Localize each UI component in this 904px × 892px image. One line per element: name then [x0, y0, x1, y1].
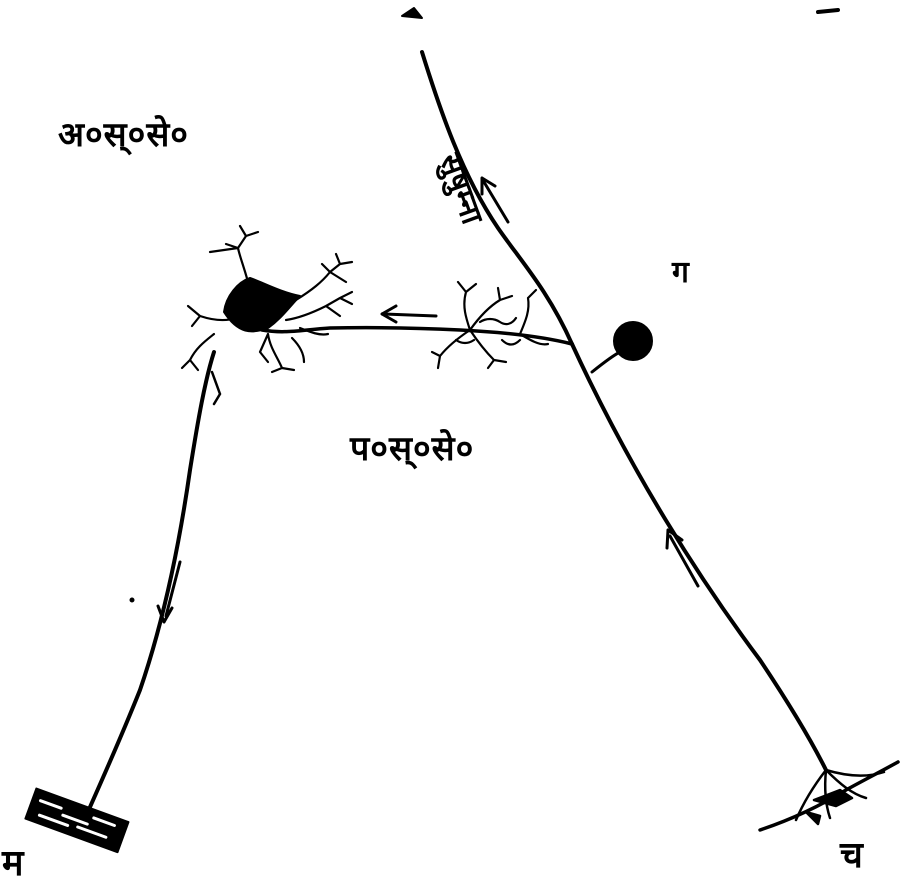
ganglion-stalk	[592, 352, 620, 372]
upper-label: अ०स्०से०	[58, 118, 189, 152]
top-arrow-mark	[402, 8, 422, 18]
muscle-block	[25, 789, 128, 853]
middle-label: प०स्०से०	[350, 432, 474, 466]
ganglion-label: ग	[672, 258, 689, 288]
connector-arrow	[384, 314, 436, 316]
stray-dot	[130, 598, 134, 602]
stray-mark	[818, 10, 838, 12]
sensory-arrow	[670, 536, 698, 586]
skin-ending	[760, 762, 898, 830]
connector-fiber	[262, 328, 572, 344]
sensory-nerve-fiber	[572, 344, 826, 770]
motor-nerve-fiber	[86, 352, 214, 816]
muscle-label: म	[2, 846, 24, 882]
skin-label: च	[840, 838, 863, 874]
ganglion-cell-body	[614, 322, 652, 360]
motor-cell-body	[224, 278, 300, 331]
right-dendrite-cluster	[432, 282, 548, 368]
axon-twig	[212, 372, 220, 404]
